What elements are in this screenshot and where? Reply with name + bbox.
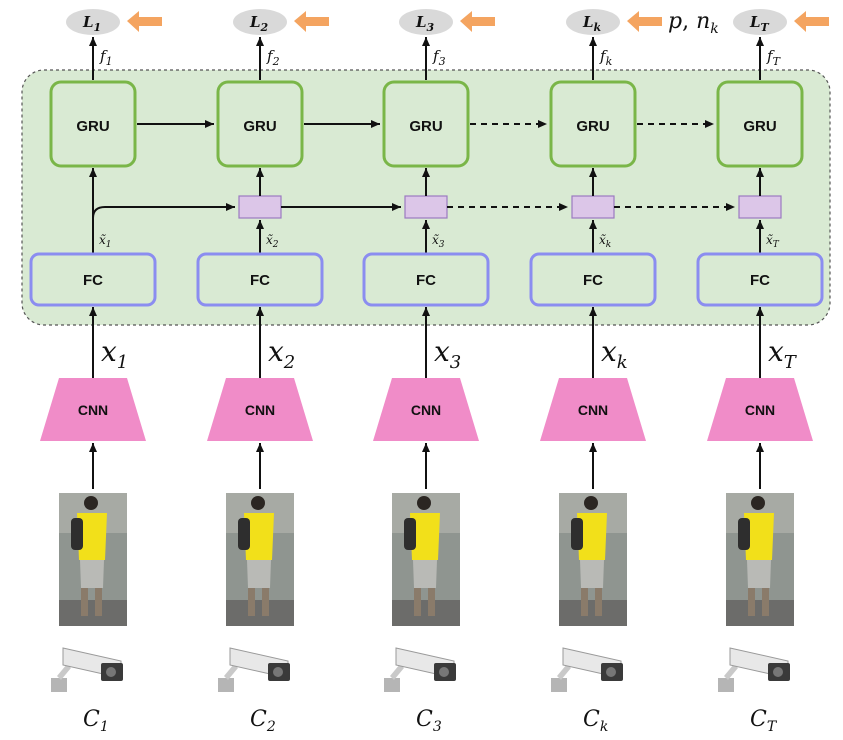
cnn-block: [373, 378, 479, 441]
pedestrian-image: [392, 493, 460, 626]
camera-label: CT: [750, 707, 778, 735]
loss-node: [233, 9, 287, 35]
f-label: f1: [99, 47, 113, 68]
cnn-label: CNN: [578, 402, 608, 418]
x-tilde-label: x̃k: [599, 233, 611, 250]
merge-node: [738, 195, 782, 219]
x-tilde-label: x̃3: [432, 233, 445, 250]
cnn-label: CNN: [411, 402, 441, 418]
column-5: LT fT GRU x̃T FC xT CNN CT: [696, 9, 829, 735]
pedestrian-image: [59, 493, 127, 626]
gru-label: GRU: [76, 118, 109, 135]
f-label: fT: [766, 47, 782, 68]
f-label: fk: [599, 47, 613, 68]
cnn-block: [540, 378, 646, 441]
loss-label: L3: [415, 13, 435, 34]
camera-label: C1: [83, 707, 109, 735]
x-feature-label: xk: [601, 335, 628, 373]
security-camera-icon: [51, 647, 123, 692]
f-label: f2: [266, 47, 280, 68]
camera-label: Ck: [583, 707, 608, 735]
fc-block: [196, 252, 324, 307]
security-camera-icon: [718, 647, 790, 692]
cnn-label: CNN: [78, 402, 108, 418]
security-camera-icon: [551, 647, 623, 692]
gru-block: [549, 80, 637, 168]
fc-label: FC: [416, 272, 436, 289]
loss-label: L2: [249, 13, 269, 34]
cnn-label: CNN: [245, 402, 275, 418]
fc-label: FC: [583, 272, 603, 289]
loss-orange-arrow: [794, 11, 829, 32]
fc-block: [29, 252, 157, 307]
p-nk-label: p, nk: [668, 9, 719, 37]
cnn-block: [207, 378, 313, 441]
gru-label: GRU: [409, 118, 442, 135]
gru-block: [716, 80, 804, 168]
x-tilde-label: x̃1: [99, 233, 112, 250]
x-tilde-label: x̃2: [266, 233, 279, 250]
fc-label: FC: [250, 272, 270, 289]
merge-node: [571, 195, 615, 219]
gru-block: [382, 80, 470, 168]
merge-node: [238, 195, 282, 219]
gru-label: GRU: [743, 118, 776, 135]
loss-node: [566, 9, 620, 35]
loss-orange-arrow: [294, 11, 329, 32]
fc-label: FC: [83, 272, 103, 289]
fc-block: [529, 252, 657, 307]
x-feature-label: xT: [768, 335, 798, 373]
f-label: f3: [432, 47, 446, 68]
gru-block: [216, 80, 304, 168]
fc-block: [696, 252, 824, 307]
cnn-block: [40, 378, 146, 441]
loss-label: L1: [82, 13, 101, 34]
pedestrian-image: [726, 493, 794, 626]
loss-node: [66, 9, 120, 35]
loss-node: [399, 9, 453, 35]
security-camera-icon: [384, 647, 456, 692]
gru-label: GRU: [243, 118, 276, 135]
pedestrian-image: [559, 493, 627, 626]
cnn-label: CNN: [745, 402, 775, 418]
merge-node: [404, 195, 448, 219]
x-tilde-label: x̃T: [766, 233, 780, 250]
x-feature-label: x3: [434, 335, 461, 373]
camera-label: C2: [250, 707, 276, 735]
fc-block: [362, 252, 490, 307]
loss-node: [733, 9, 787, 35]
loss-label: LT: [749, 13, 770, 34]
cnn-block: [707, 378, 813, 441]
gru-label: GRU: [576, 118, 609, 135]
loss-orange-arrow: [127, 11, 162, 32]
loss-orange-arrow: [460, 11, 495, 32]
fc-label: FC: [750, 272, 770, 289]
loss-label: Lk: [582, 13, 602, 34]
loss-orange-arrow: [627, 11, 662, 32]
x-feature-label: x2: [268, 335, 295, 373]
camera-label: C3: [416, 707, 442, 735]
pedestrian-image: [226, 493, 294, 626]
x-feature-label: x1: [101, 335, 128, 373]
input-skip-line: [92, 203, 235, 219]
gru-block: [49, 80, 137, 168]
security-camera-icon: [218, 647, 290, 692]
